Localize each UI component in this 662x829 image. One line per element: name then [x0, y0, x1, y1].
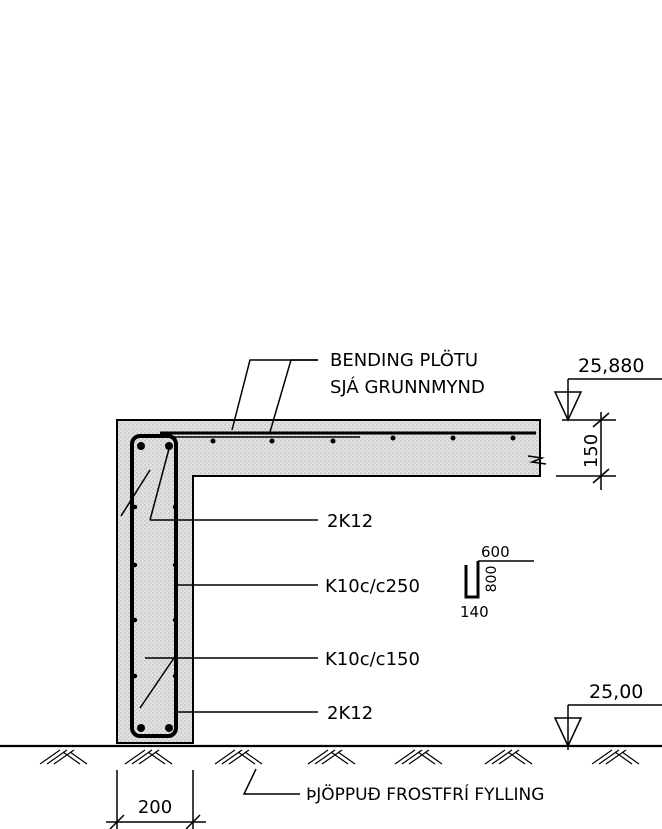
rebar-top-label: 2K12	[327, 511, 373, 532]
level-top-label: 25,880	[578, 355, 644, 377]
break-symbol	[527, 455, 547, 465]
rebar-bottom-label: 2K12	[327, 703, 373, 724]
slab-thickness-dimension	[556, 412, 616, 490]
bending-label-line2: SJÁ GRUNNMYND	[330, 376, 485, 398]
level-marker-bottom	[553, 704, 662, 750]
leader-lines	[145, 359, 318, 795]
stirrup-shape-sketch	[464, 560, 534, 599]
slab-rebar-dots	[210, 435, 516, 444]
stirrup-shape-top-label: 600	[481, 543, 510, 561]
concrete-section	[116, 419, 541, 744]
stirrup-spacing-2-label: K10c/c150	[325, 649, 420, 670]
stirrup-spacing-1-label: K10c/c250	[325, 576, 420, 597]
stirrup-shape-bottom-label: 140	[460, 603, 489, 621]
level-marker-top	[553, 378, 662, 422]
hook-bars	[120, 444, 177, 709]
wall-width-dimension	[106, 770, 206, 829]
slab-reinforcement	[160, 431, 536, 438]
wall-stirrup	[130, 434, 178, 738]
stirrup-shape-side-label: 800	[484, 566, 500, 593]
ground-hatching	[39, 749, 640, 765]
bending-label-line1: BENDING PLÖTU	[330, 349, 478, 371]
wall-width-label: 200	[138, 797, 172, 818]
slab-thickness-label: 150	[581, 434, 602, 468]
fill-label: ÞJÖPPUÐ FROSTFRÍ FYLLING	[306, 783, 544, 805]
level-bottom-label: 25,00	[589, 681, 643, 703]
